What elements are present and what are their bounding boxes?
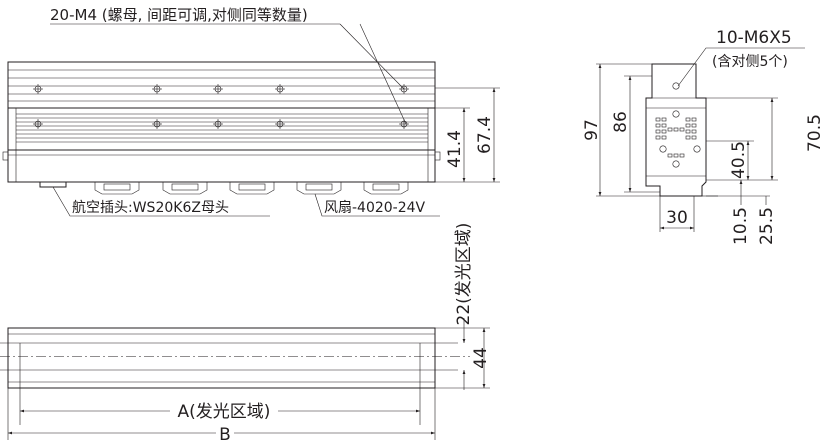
side-view: 97 86 40.5 70.5 30 10.5 25.5 10-M6X5 (含对… [582, 28, 825, 245]
fan-leader [314, 193, 440, 217]
mount-holes-callout: 20-M4 (螺母, 间距可调,对侧同等数量) [50, 6, 308, 24]
dim-22: 22(发光区域) [454, 223, 474, 326]
side-holes-callout-line2: (含对侧5个) [712, 54, 788, 70]
top-view: A(发光区域) B 22(发光区域) 44 [0, 223, 491, 444]
aviation-plug-callout: 航空插头:WS20K6Z母头 [72, 200, 229, 216]
mount-holes-leader [50, 23, 407, 125]
fan-callout: 风扇-4020-24V [324, 200, 426, 216]
dim-67-4: 67.4 [475, 116, 495, 154]
dim-44: 44 [471, 347, 491, 369]
fan-row [94, 182, 409, 195]
side-holes-leader [677, 47, 805, 87]
dim-30: 30 [666, 208, 688, 228]
dim-70-5: 70.5 [805, 114, 825, 152]
dim-10-5: 10.5 [731, 207, 751, 245]
dim-41-4: 41.4 [445, 130, 465, 168]
dim-a: A(发光区域) [178, 402, 271, 422]
dim-40-5: 40.5 [729, 141, 749, 179]
mount-hole-markers [33, 84, 409, 129]
plug-leader [52, 186, 270, 217]
side-holes-callout-line1: 10-M6X5 [716, 28, 792, 48]
side-vents [655, 117, 697, 158]
dim-b: B [219, 425, 231, 444]
dim-25-5: 25.5 [757, 207, 777, 245]
side-height-dimensions [596, 63, 778, 232]
aviation-plug [39, 181, 67, 188]
front-view: 41.4 67.4 20-M4 (螺母, 间距可调,对侧同等数量) 航空插头:W… [2, 6, 500, 217]
front-height-dimensions [435, 87, 500, 183]
heatsink-fins [16, 113, 428, 143]
dim-97: 97 [582, 119, 602, 141]
dim-86: 86 [611, 111, 631, 133]
